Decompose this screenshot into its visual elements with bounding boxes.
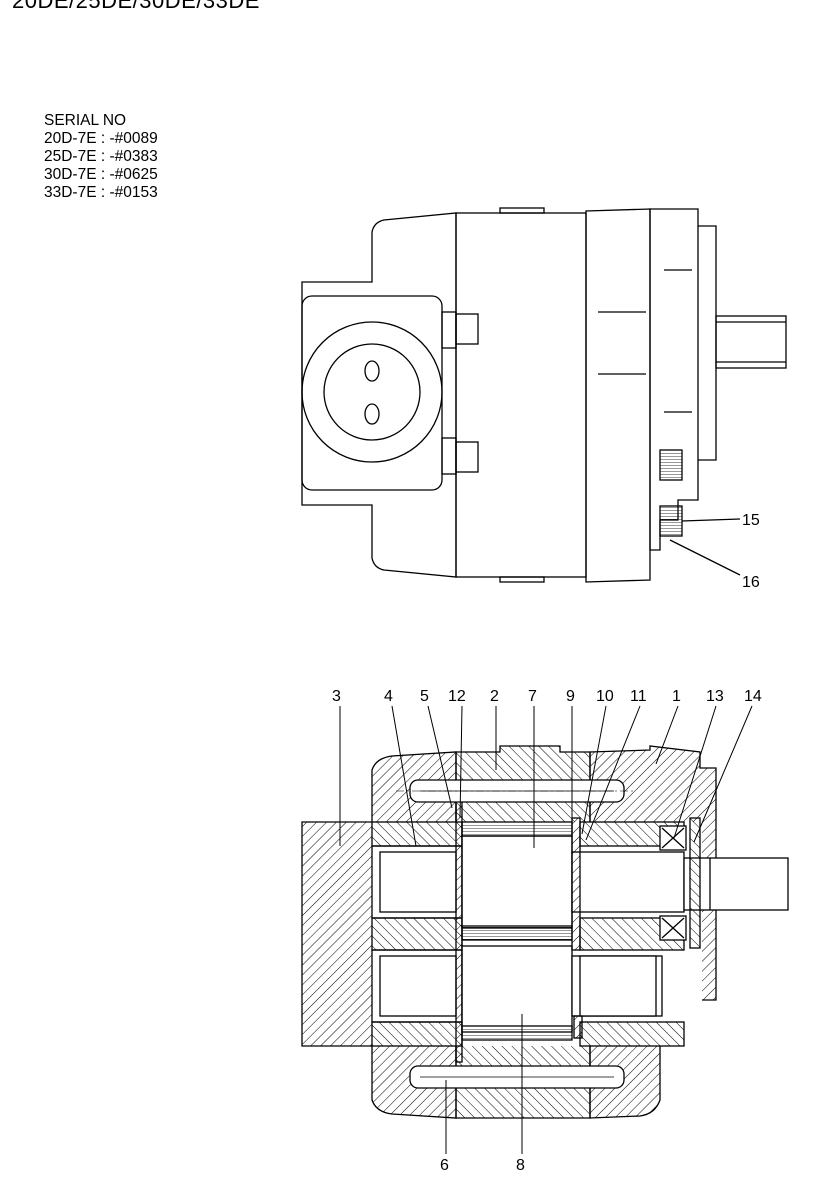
housing-top-lip: [499, 207, 545, 214]
callout-15: 15: [742, 512, 760, 529]
drive-gear: [461, 835, 573, 929]
section-view: [301, 705, 789, 1154]
serial-number-block: SERIAL NO 20D-7E : -#0089 25D-7E : -#038…: [44, 112, 158, 202]
port-inner-circle: [323, 343, 421, 441]
port-hole-upper: [364, 360, 380, 382]
serial-line: 20D-7E : -#0089: [44, 130, 158, 147]
housing-bottom-lip: [499, 576, 545, 583]
knurled-screw-upper: [659, 449, 683, 481]
callout-7: 7: [528, 688, 537, 705]
port-hole-lower: [364, 403, 380, 425]
bolt-tip-upper: [455, 313, 479, 345]
callout-5: 5: [420, 688, 429, 705]
callout-12: 12: [448, 688, 466, 705]
front-body: [585, 208, 651, 583]
callout-10: 10: [596, 688, 614, 705]
port-flange: [301, 295, 443, 491]
side-plate-rear: [455, 799, 463, 1063]
serial-heading: SERIAL NO: [44, 112, 127, 129]
callout-3: 3: [332, 688, 341, 705]
knurled-screw-lower: [659, 505, 683, 537]
rear-cover-outline: [301, 212, 457, 578]
serial-line: 30D-7E : -#0625: [44, 166, 158, 183]
gear-housing: [455, 212, 587, 578]
side-plate-front: [571, 817, 581, 951]
bolt-head-upper: [441, 311, 457, 349]
drive-shaft: [715, 315, 787, 369]
callout-13: 13: [706, 688, 724, 705]
callout-6: 6: [440, 1157, 449, 1174]
page-title: 20DE/25DE/30DE/33DE: [12, 0, 260, 13]
side-view: [301, 207, 787, 583]
serial-line: 25D-7E : -#0383: [44, 148, 158, 165]
callout-1: 1: [672, 688, 681, 705]
callout-16: 16: [742, 574, 760, 591]
bolt-tip-lower: [455, 441, 479, 473]
bolt-head-lower: [441, 437, 457, 475]
port-outer-circle: [301, 321, 443, 463]
callout-8: 8: [516, 1157, 525, 1174]
snap-ring: [689, 817, 701, 949]
bushing-upper-front: [571, 851, 685, 913]
driven-gear: [461, 945, 573, 1033]
callout-4: 4: [384, 688, 393, 705]
callout-2: 2: [490, 688, 499, 705]
serial-line: 33D-7E : -#0153: [44, 184, 158, 201]
callout-14: 14: [744, 688, 762, 705]
callout-9: 9: [566, 688, 575, 705]
mounting-flange: [649, 208, 717, 551]
callout-11: 11: [630, 688, 647, 705]
shaft-section: [683, 857, 789, 911]
